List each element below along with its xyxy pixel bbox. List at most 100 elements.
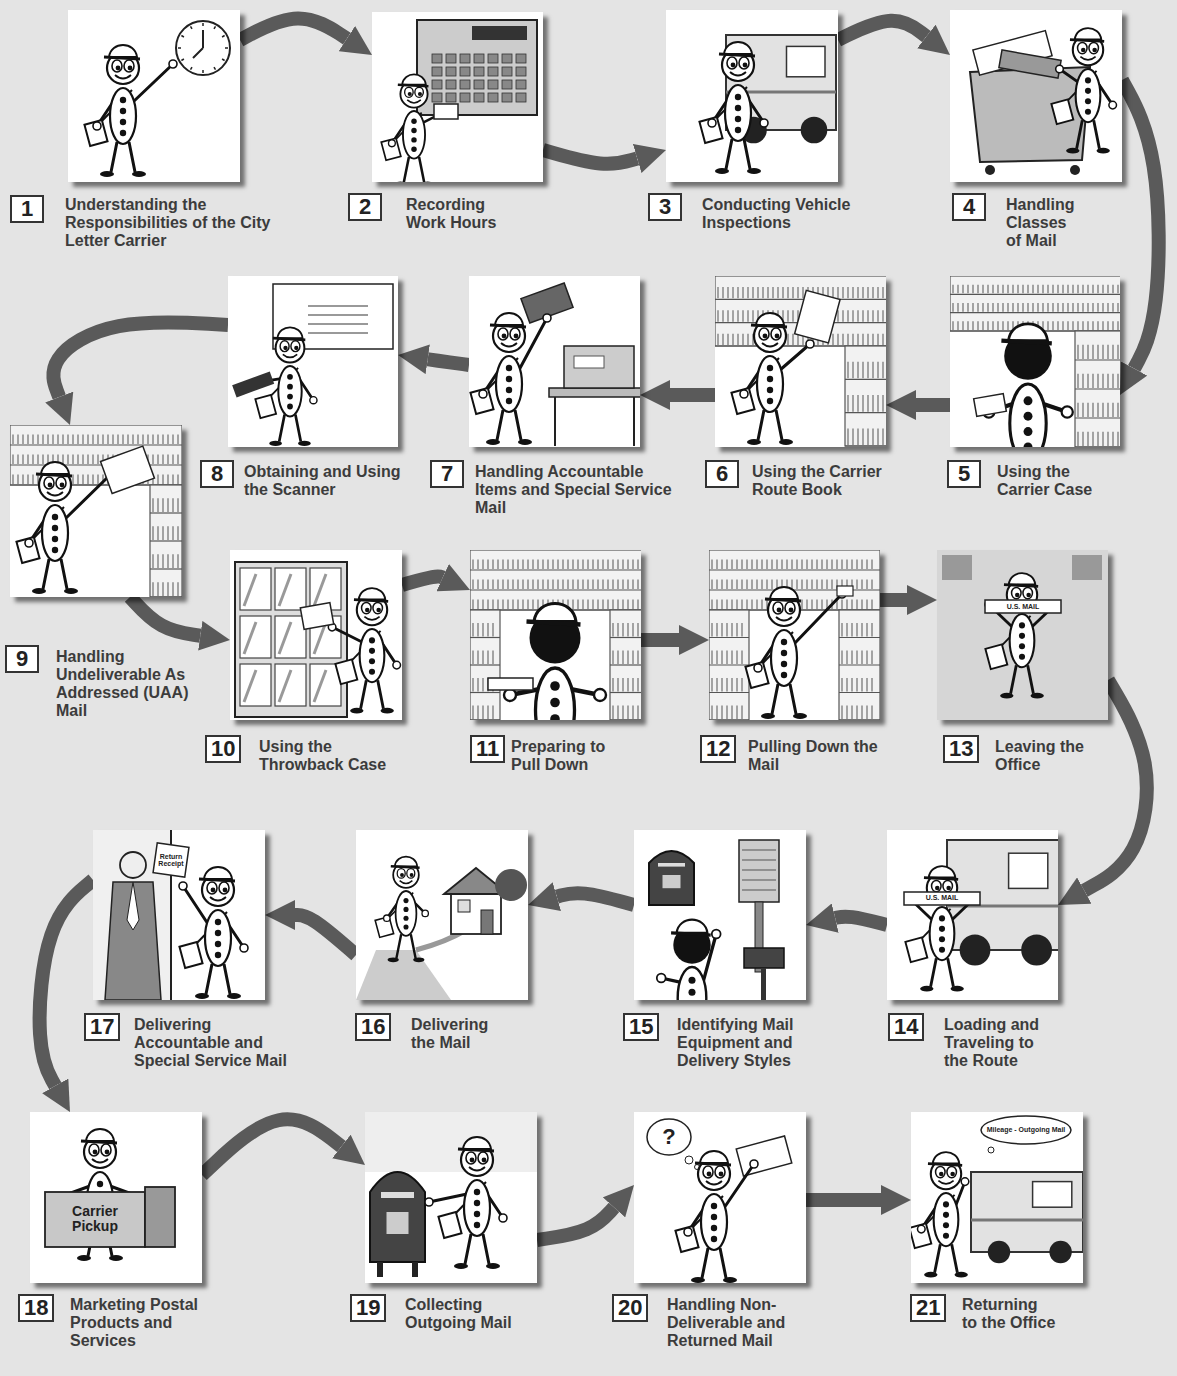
step-label: Delivering the Mail bbox=[411, 1016, 511, 1052]
step-illustration bbox=[911, 1112, 1083, 1283]
step-label: Using the Carrier Case bbox=[997, 463, 1103, 499]
flow-arrow bbox=[835, 917, 887, 925]
step-illustration bbox=[68, 10, 240, 182]
step-label: Understanding the Responsibilities of th… bbox=[65, 196, 277, 250]
flow-arrow bbox=[670, 388, 715, 402]
flow-arrow bbox=[641, 633, 679, 647]
step-panel: 11Preparing to Pull Down bbox=[470, 550, 641, 720]
flow-arrow bbox=[557, 893, 634, 905]
flow-arrow bbox=[806, 1193, 881, 1207]
step-number: 7 bbox=[430, 460, 464, 488]
step-panel: 1Understanding the Responsibilities of t… bbox=[68, 10, 240, 182]
step-illustration bbox=[365, 1112, 537, 1283]
step-number: 16 bbox=[355, 1013, 391, 1041]
flow-arrow bbox=[40, 880, 93, 1086]
step-label: Preparing to Pull Down bbox=[511, 738, 633, 774]
step-number: 4 bbox=[952, 193, 986, 221]
step-label: Identifying Mail Equipment and Delivery … bbox=[677, 1016, 825, 1070]
step-illustration bbox=[950, 276, 1120, 447]
step-illustration bbox=[709, 550, 880, 720]
step-panel: 15Identifying Mail Equipment and Deliver… bbox=[634, 830, 806, 1000]
illustration-text: U.S. MAIL bbox=[907, 894, 977, 901]
step-label: Loading and Traveling to the Route bbox=[944, 1016, 1062, 1070]
step-number: 15 bbox=[623, 1013, 659, 1041]
step-illustration bbox=[937, 550, 1108, 720]
step-label: Using the Throwback Case bbox=[259, 738, 419, 774]
step-panel: 7Handling Accountable Items and Special … bbox=[469, 276, 640, 447]
step-label: Using the Carrier Route Book bbox=[752, 463, 912, 499]
step-number: 20 bbox=[612, 1294, 648, 1322]
step-panel: 4Handling Classes of Mail bbox=[950, 10, 1122, 182]
step-illustration bbox=[950, 10, 1122, 182]
step-number: 12 bbox=[700, 735, 736, 763]
step-label: Obtaining and Using the Scanner bbox=[244, 463, 419, 499]
step-label: Conducting Vehicle Inspections bbox=[702, 196, 884, 232]
step-label: Pulling Down the Mail bbox=[748, 738, 884, 774]
step-number: 17 bbox=[84, 1013, 120, 1041]
step-illustration bbox=[887, 830, 1058, 1000]
flow-arrow bbox=[240, 18, 347, 40]
step-number: 11 bbox=[470, 735, 505, 763]
step-panel: 16Delivering the Mail bbox=[356, 830, 528, 1000]
step-panel: 12Pulling Down the Mail bbox=[709, 550, 880, 720]
illustration-text: Carrier Pickup bbox=[55, 1204, 135, 1233]
step-illustration bbox=[469, 276, 640, 447]
step-panel: 13Leaving the Office bbox=[937, 550, 1108, 720]
step-number: 13 bbox=[943, 735, 979, 763]
step-panel: 10Using the Throwback Case bbox=[230, 550, 402, 720]
step-label: Handling Accountable Items and Special S… bbox=[475, 463, 687, 517]
flow-arrow bbox=[202, 1119, 341, 1175]
step-number: 8 bbox=[200, 460, 234, 488]
illustration-text: U.S. MAIL bbox=[988, 603, 1058, 610]
step-label: Collecting Outgoing Mail bbox=[405, 1296, 541, 1332]
step-illustration bbox=[666, 10, 838, 182]
flow-arrow bbox=[838, 21, 926, 40]
step-panel: 18Marketing Postal Products and Services bbox=[30, 1112, 202, 1283]
flow-arrow bbox=[537, 1207, 614, 1240]
step-number: 3 bbox=[648, 193, 682, 221]
step-panel: 6Using the Carrier Route Book bbox=[715, 276, 886, 447]
step-illustration bbox=[634, 1112, 806, 1283]
flow-arrow bbox=[916, 398, 950, 412]
step-label: Leaving the Office bbox=[995, 738, 1111, 774]
step-illustration bbox=[30, 1112, 202, 1283]
step-illustration bbox=[228, 276, 398, 447]
flow-arrow bbox=[295, 915, 356, 955]
step-illustration bbox=[10, 425, 182, 597]
step-label: Handling Classes of Mail bbox=[1006, 196, 1084, 250]
step-panel: 3Conducting Vehicle Inspections bbox=[666, 10, 838, 182]
step-panel: 19Collecting Outgoing Mail bbox=[365, 1112, 537, 1283]
illustration-text: Return Receipt bbox=[156, 853, 186, 868]
step-panel: 14Loading and Traveling to the Route bbox=[887, 830, 1058, 1000]
step-number: 14 bbox=[888, 1013, 924, 1041]
step-panel: 2Recording Work Hours bbox=[372, 12, 543, 182]
flow-arrow bbox=[428, 359, 469, 365]
step-number: 21 bbox=[910, 1294, 946, 1322]
flow-arrow bbox=[543, 150, 637, 164]
step-number: 2 bbox=[348, 193, 382, 221]
step-panel: 21Returning to the Office bbox=[911, 1112, 1083, 1283]
step-panel: 9Handling Undeliverable As Addressed (UA… bbox=[10, 425, 182, 597]
step-label: Marketing Postal Products and Services bbox=[70, 1296, 232, 1350]
step-number: 1 bbox=[10, 195, 44, 223]
step-label: Handling Undeliverable As Addressed (UAA… bbox=[56, 648, 191, 720]
step-label: Returning to the Office bbox=[962, 1296, 1057, 1332]
step-panel: 20Handling Non-Deliverable and Returned … bbox=[634, 1112, 806, 1283]
step-illustration bbox=[372, 12, 543, 182]
step-panel: 5Using the Carrier Case bbox=[950, 276, 1120, 447]
step-number: 5 bbox=[947, 460, 981, 488]
step-label: Delivering Accountable and Special Servi… bbox=[134, 1016, 297, 1070]
step-number: 18 bbox=[18, 1294, 54, 1322]
step-illustration bbox=[230, 550, 402, 720]
step-illustration bbox=[356, 830, 528, 1000]
flow-arrow bbox=[130, 597, 200, 636]
step-panel: 8Obtaining and Using the Scanner bbox=[228, 276, 398, 447]
step-label: Handling Non-Deliverable and Returned Ma… bbox=[667, 1296, 817, 1350]
step-number: 6 bbox=[705, 460, 739, 488]
step-illustration bbox=[634, 830, 806, 1000]
flow-arrow bbox=[1122, 80, 1159, 369]
step-number: 9 bbox=[5, 645, 39, 673]
flow-arrow bbox=[53, 322, 228, 397]
flow-arrow bbox=[402, 576, 443, 585]
step-illustration bbox=[715, 276, 886, 447]
